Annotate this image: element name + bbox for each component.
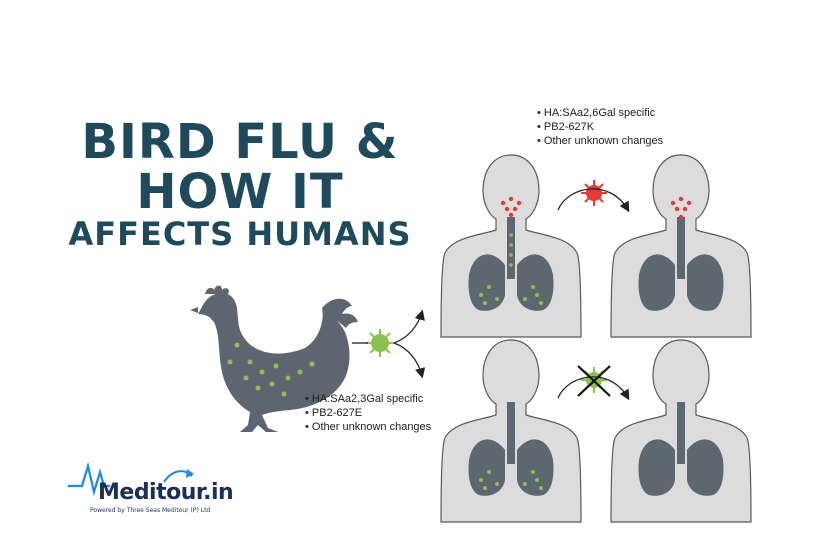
note-item: Other unknown changes bbox=[537, 134, 663, 148]
human-adapted-notes: HA:SAa2,6Gal specific PB2-627K Other unk… bbox=[537, 106, 663, 148]
human-top-right bbox=[610, 154, 752, 338]
note-item: HA:SAa2,6Gal specific bbox=[537, 106, 663, 120]
title-line-1: BIRD FLU & bbox=[81, 114, 399, 170]
transmission-arrow-top bbox=[557, 188, 630, 213]
blocked-x-icon bbox=[577, 365, 611, 397]
human-bottom-left bbox=[440, 339, 582, 523]
meditour-logo[interactable]: Meditour.in Powered by Three Seas Medito… bbox=[68, 458, 238, 518]
title-line-2: HOW IT bbox=[136, 164, 344, 220]
human-virus-icon bbox=[581, 180, 607, 206]
note-item: PB2-627E bbox=[305, 406, 431, 420]
arrow-up-branch bbox=[393, 309, 425, 344]
note-item: PB2-627K bbox=[537, 120, 663, 134]
note-item: HA:SAa2,3Gal specific bbox=[305, 392, 431, 406]
logo-name: Meditour.in bbox=[98, 480, 234, 505]
human-bottom-right bbox=[610, 339, 752, 523]
logo-tagline: Powered by Three Seas Meditour (P) Ltd bbox=[90, 507, 211, 514]
human-top-left bbox=[440, 154, 582, 338]
note-item: Other unknown changes bbox=[305, 420, 431, 434]
avian-virus-icon bbox=[366, 329, 394, 357]
arrow-down-branch bbox=[393, 342, 426, 379]
title-line-3: AFFECTS HUMANS bbox=[68, 215, 412, 253]
pulse-line-icon bbox=[68, 461, 194, 497]
page-title: BIRD FLU & HOW IT AFFECTS HUMANS bbox=[40, 118, 440, 250]
avian-notes: HA:SAa2,3Gal specific PB2-627E Other unk… bbox=[305, 392, 431, 434]
